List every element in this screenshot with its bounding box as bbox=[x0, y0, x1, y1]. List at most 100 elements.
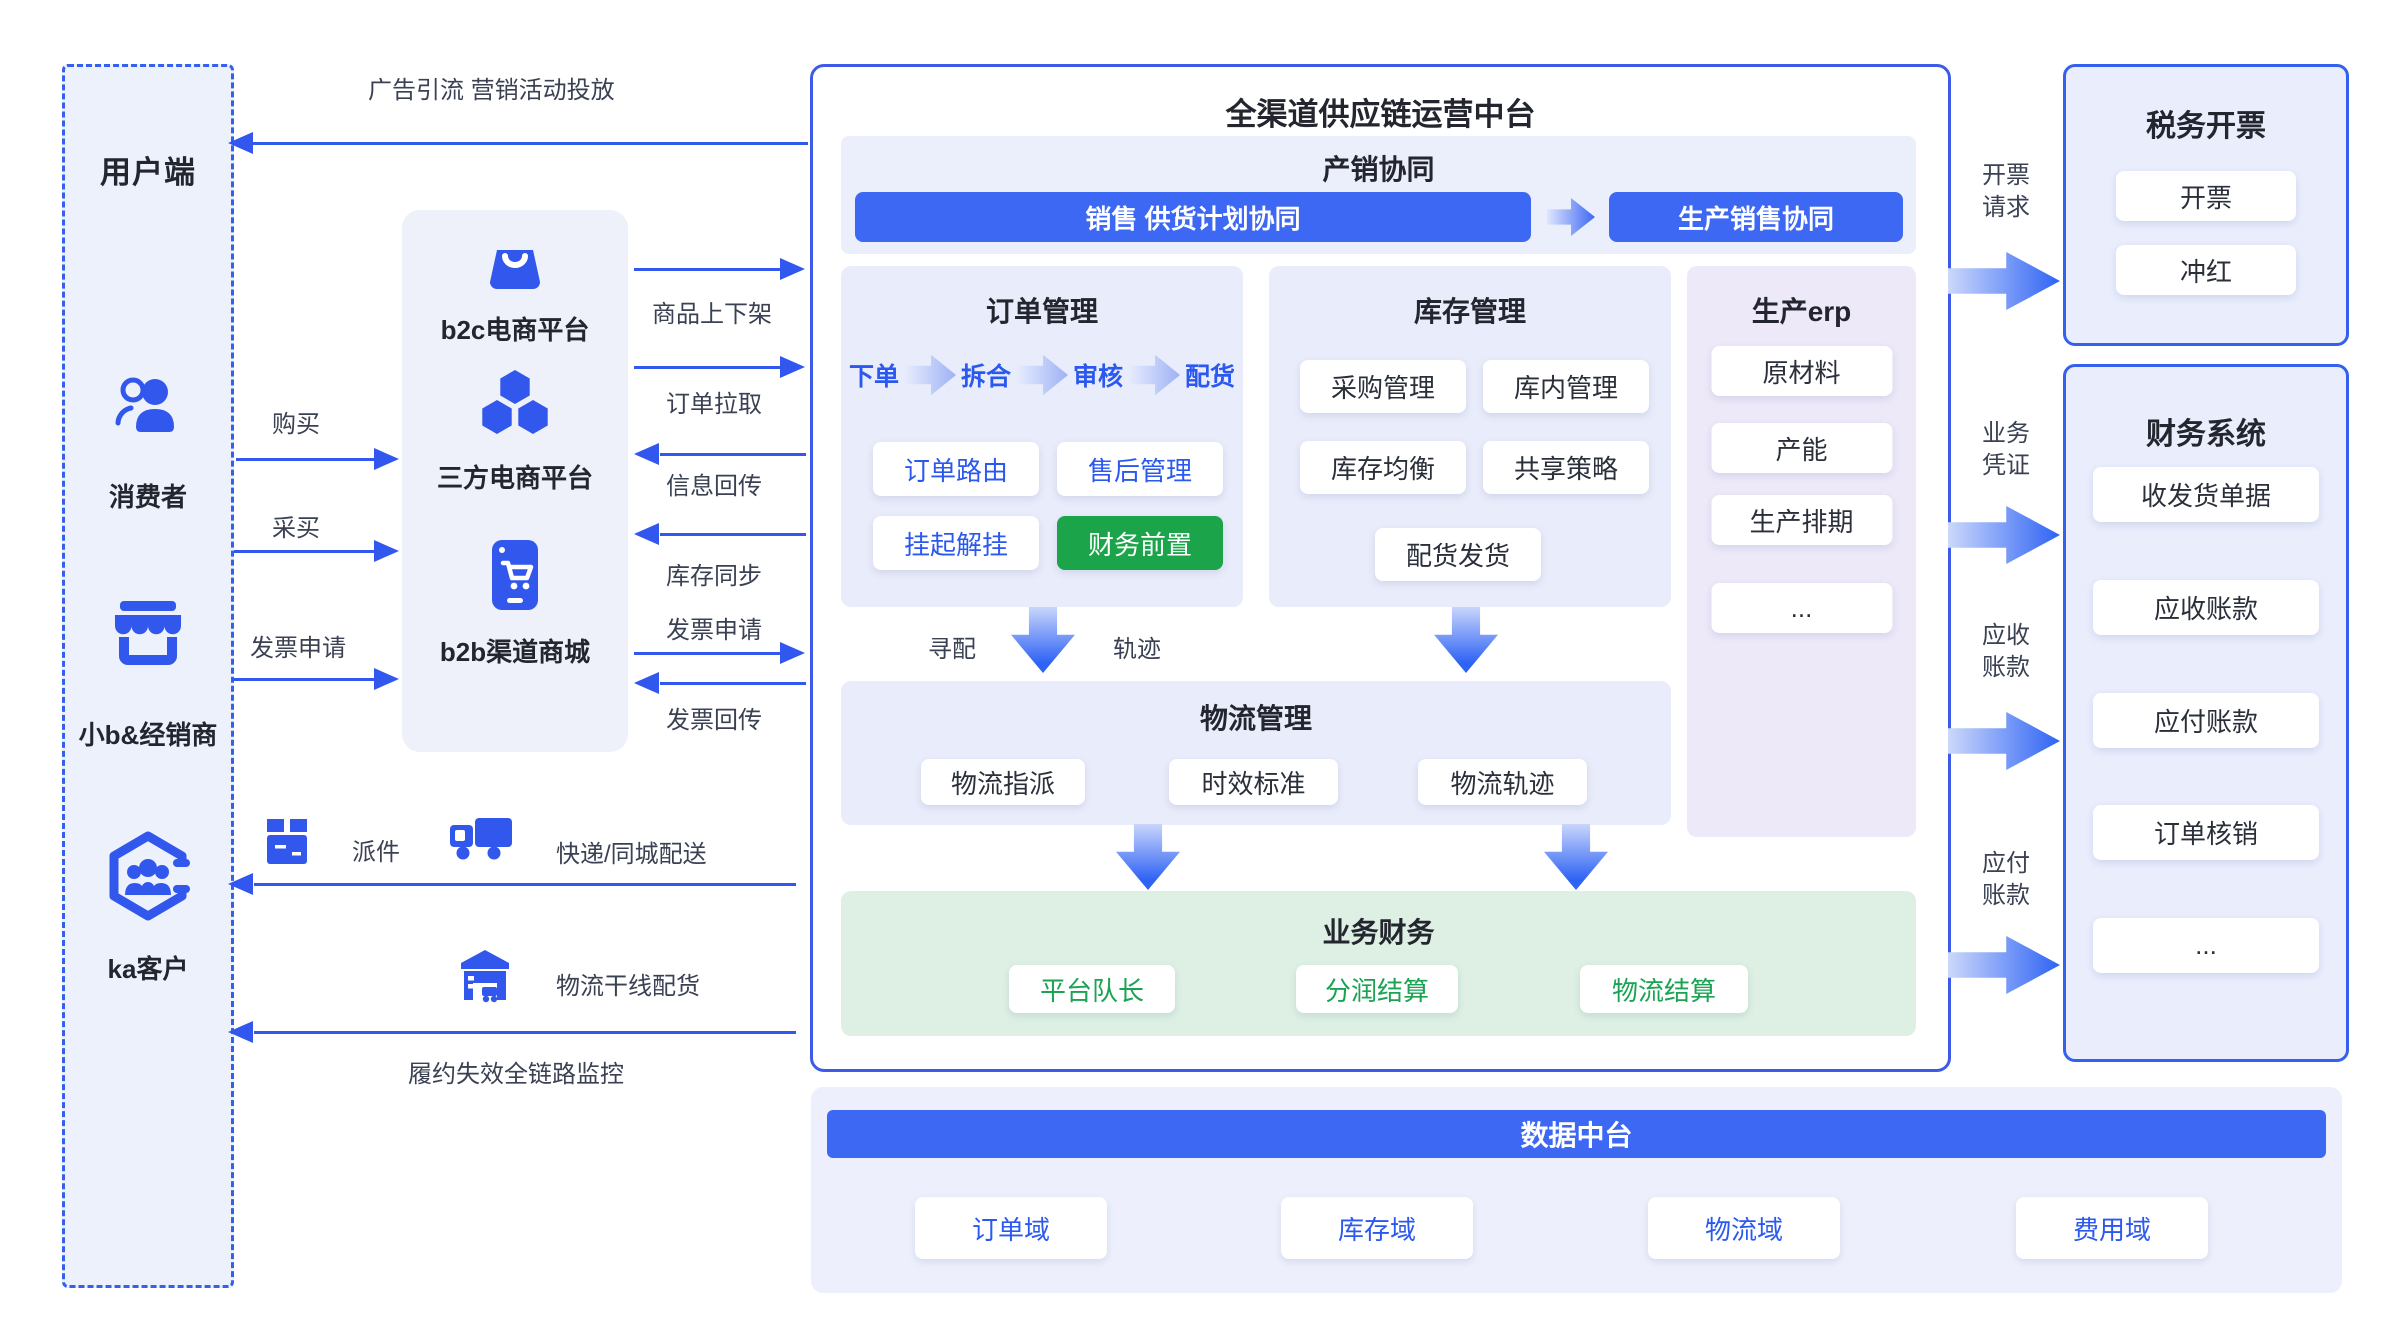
schedule-chip: 生产排期 bbox=[1711, 495, 1892, 545]
invoice-request-label: 发票申请 bbox=[250, 635, 346, 662]
order-to-logistics-arrow bbox=[1011, 607, 1075, 673]
order-section: 订单管理 下单 拆合 审核 配货 订单路由 售后管理 挂起解挂 财务前置 bbox=[841, 266, 1243, 607]
truck-icon bbox=[448, 814, 514, 867]
pss-arrow-icon bbox=[1547, 198, 1595, 236]
info-return-line bbox=[660, 453, 806, 456]
stock-balance-chip: 库存均衡 bbox=[1300, 441, 1466, 494]
data-platform-panel: 数据中台 订单域 库存域 物流域 费用域 bbox=[811, 1087, 2342, 1293]
finance-front-chip: 财务前置 bbox=[1057, 516, 1223, 570]
courier-label: 快递/同城配送 bbox=[556, 841, 707, 868]
ad-flow-line bbox=[252, 142, 808, 145]
finance-system-box: 财务系统 收发货单据 应收账款 应付账款 订单核销 ... bbox=[2063, 364, 2349, 1062]
invoice-return-label: 发票回传 bbox=[666, 707, 762, 734]
logistics-assign-chip: 物流指派 bbox=[921, 759, 1085, 805]
invoice-return-arrowhead bbox=[634, 672, 659, 694]
inventory-section: 库存管理 采购管理 库内管理 库存均衡 共享策略 配货发货 bbox=[1269, 266, 1671, 607]
trunk-line bbox=[254, 1031, 796, 1034]
sla-chip: 时效标准 bbox=[1169, 759, 1338, 805]
procure-label: 采买 bbox=[272, 515, 320, 542]
consumers-icon bbox=[65, 373, 231, 435]
ad-flow-arrowhead bbox=[228, 132, 253, 154]
finance-more-chip: ... bbox=[2093, 918, 2319, 973]
invoice-req-arrow bbox=[1948, 252, 2060, 310]
order-flow-steps: 下单 拆合 审核 配货 bbox=[841, 352, 1243, 398]
buy-arrowhead bbox=[374, 448, 399, 470]
logistics-title: 物流管理 bbox=[1199, 703, 1312, 734]
order-step: 审核 bbox=[1073, 363, 1124, 391]
warehouse-mgmt-chip: 库内管理 bbox=[1483, 360, 1649, 413]
shopping-bag-icon bbox=[402, 236, 628, 294]
order-pull-line bbox=[634, 366, 782, 369]
sales-supply-pill: 销售 供货计划协同 bbox=[855, 192, 1531, 242]
b2b-label: b2b渠道商城 bbox=[439, 637, 591, 667]
buy-label: 购买 bbox=[272, 411, 320, 438]
payable-chip: 应付账款 bbox=[2093, 693, 2319, 748]
voucher-arrow bbox=[1948, 506, 2060, 564]
order-step: 下单 bbox=[848, 363, 899, 391]
purchasing-chip: 采购管理 bbox=[1300, 360, 1466, 413]
monitor-label: 履约失效全链路监控 bbox=[408, 1061, 624, 1088]
invoice-apply-label: 发票申请 bbox=[666, 617, 762, 644]
platform-box: 全渠道供应链运营中台 产销协同 销售 供货计划协同 生产销售协同 订单管理 下单… bbox=[810, 64, 1951, 1072]
ka-customer-label: ka客户 bbox=[107, 954, 189, 984]
capacity-chip: 产能 bbox=[1711, 423, 1892, 473]
order-title: 订单管理 bbox=[985, 296, 1098, 327]
biz-finance-section: 业务财务 平台队长 分润结算 物流结算 bbox=[841, 891, 1916, 1036]
inventory-domain-chip: 库存域 bbox=[1281, 1197, 1473, 1259]
platform-title: 全渠道供应链运营中台 bbox=[1225, 97, 1536, 132]
user-panel-title: 用户端 bbox=[100, 155, 196, 190]
storefront-icon bbox=[65, 601, 231, 667]
tax-title: 税务开票 bbox=[2146, 110, 2266, 143]
stock-sync-line bbox=[660, 533, 806, 536]
invoice-request-line bbox=[232, 678, 376, 681]
raw-material-chip: 原材料 bbox=[1711, 346, 1892, 396]
invoice-request-arrowhead bbox=[374, 668, 399, 690]
platform-captain-chip: 平台队长 bbox=[1009, 965, 1175, 1013]
track-label: 轨迹 bbox=[1113, 636, 1161, 663]
buy-line bbox=[236, 458, 376, 461]
logistics-domain-chip: 物流域 bbox=[1648, 1197, 1840, 1259]
receivable-arrow bbox=[1948, 712, 2060, 770]
logistics-section: 物流管理 物流指派 时效标准 物流轨迹 bbox=[841, 681, 1671, 825]
stock-sync-arrowhead bbox=[634, 523, 659, 545]
parcel-label: 派件 bbox=[352, 839, 400, 866]
trunk-label: 物流干线配货 bbox=[556, 973, 700, 1000]
order-routing-chip: 订单路由 bbox=[873, 442, 1039, 496]
procure-arrowhead bbox=[374, 540, 399, 562]
stock-sync-label: 库存同步 bbox=[666, 563, 762, 590]
erp-more-chip: ... bbox=[1711, 583, 1892, 633]
allocation-ship-chip: 配货发货 bbox=[1375, 528, 1541, 581]
order-step: 配货 bbox=[1185, 363, 1236, 391]
courier-line bbox=[254, 883, 796, 886]
flow-arrow-icon bbox=[903, 354, 956, 396]
red-reverse-chip: 冲红 bbox=[2116, 245, 2296, 295]
warehouse-icon bbox=[458, 948, 512, 1009]
order-pull-arrowhead bbox=[780, 356, 805, 378]
info-return-label: 信息回传 bbox=[666, 473, 762, 500]
tax-box: 税务开票 开票 冲红 bbox=[2063, 64, 2349, 346]
invoice-apply-arrowhead bbox=[780, 642, 805, 664]
invoice-req-right-label: 开票请求 bbox=[1982, 162, 2030, 221]
erp-title: 生产erp bbox=[1751, 296, 1852, 327]
ka-customer-icon bbox=[65, 829, 231, 923]
thirdparty-label: 三方电商平台 bbox=[436, 463, 593, 493]
order-step: 拆合 bbox=[960, 363, 1011, 391]
pss-section: 产销协同 销售 供货计划协同 生产销售协同 bbox=[841, 136, 1916, 254]
user-panel: 用户端 消费者 小b&经销商 bbox=[62, 64, 234, 1288]
trunk-arrowhead bbox=[228, 1021, 253, 1043]
voucher-label: 业务凭证 bbox=[1982, 420, 2030, 479]
invoice-chip: 开票 bbox=[2116, 171, 2296, 221]
order-pull-label: 订单拉取 bbox=[666, 391, 762, 418]
payable-arrow bbox=[1948, 936, 2060, 994]
b2c-label: b2c电商平台 bbox=[440, 315, 590, 345]
expense-domain-chip: 费用域 bbox=[2016, 1197, 2208, 1259]
biz-finance-title: 业务财务 bbox=[1322, 917, 1435, 948]
flow-arrow-icon bbox=[1016, 354, 1068, 396]
logistics-to-finance-arrow-left bbox=[1116, 824, 1180, 890]
share-strategy-chip: 共享策略 bbox=[1483, 441, 1649, 494]
listing-arrowhead bbox=[780, 258, 805, 280]
shipping-docs-chip: 收发货单据 bbox=[2093, 467, 2319, 522]
hexagons-icon bbox=[402, 368, 628, 442]
finance-system-title: 财务系统 bbox=[2146, 418, 2266, 451]
